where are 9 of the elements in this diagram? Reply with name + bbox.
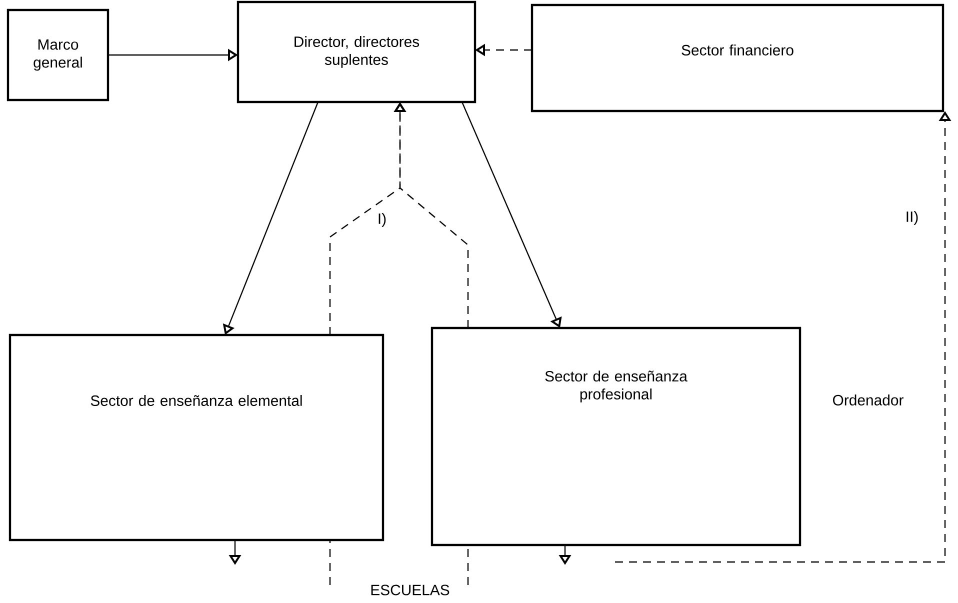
text-label: II)	[906, 211, 918, 225]
process-box: Sector financiero	[530, 4, 944, 112]
process-box: Marco general	[6, 8, 110, 102]
text-label: ESCUELAS	[371, 584, 450, 596]
process-box: Director, directores suplentes	[236, 0, 476, 104]
process-box: Sector de enseñanza elemental	[8, 334, 384, 542]
text-label: Ordenador	[833, 394, 904, 406]
text-label: I)	[378, 213, 386, 227]
process-box: Sector de enseñanza profesional	[430, 326, 802, 546]
